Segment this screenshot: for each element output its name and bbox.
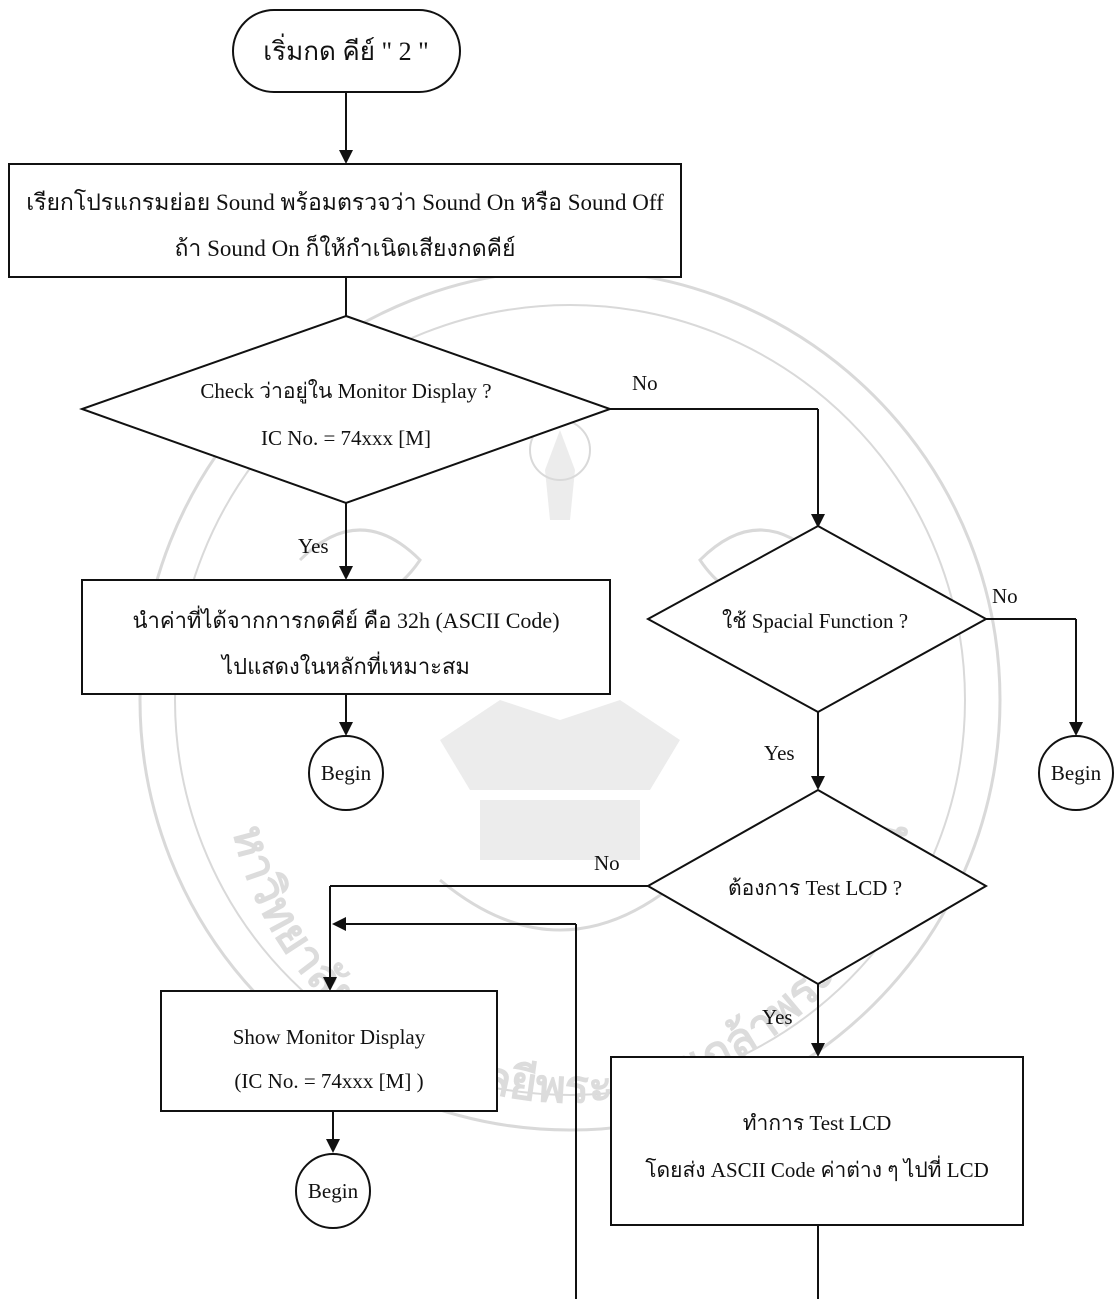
display-key-process: นำค่าที่ได้จากการกดคีย์ คือ 32h (ASCII C… xyxy=(81,579,611,695)
start-terminator: เริ่มกด คีย์ " 2 " xyxy=(232,9,461,93)
check-monitor-line1: Check ว่าอยู่ใน Monitor Display ? xyxy=(200,379,491,404)
begin-label: Begin xyxy=(308,1179,359,1203)
show-monitor-line2: (IC No. = 74xxx [M] ) xyxy=(234,1069,423,1093)
special-function-yes-label: Yes xyxy=(764,741,795,765)
display-key-line1: นำค่าที่ได้จากการกดคีย์ คือ 32h (ASCII C… xyxy=(132,605,559,633)
check-monitor-line2: IC No. = 74xxx [M] xyxy=(261,426,431,450)
start-label: เริ่มกด คีย์ " 2 " xyxy=(263,33,428,66)
special-function-decision: ใช้ Spacial Function ? xyxy=(645,524,989,714)
test-lcd-question-label: ต้องการ Test LCD ? xyxy=(728,876,902,900)
check-monitor-no-label: No xyxy=(632,371,658,395)
call-sound-line2: ถ้า Sound On ก็ให้กำเนิดเสียงกดคีย์ xyxy=(174,233,515,261)
connectors xyxy=(323,92,1083,1299)
check-monitor-decision: Check ว่าอยู่ใน Monitor Display ? IC No.… xyxy=(79,314,613,505)
begin-label: Begin xyxy=(321,761,372,785)
test-lcd-action-line1: ทำการ Test LCD xyxy=(743,1111,892,1135)
begin-connector-right: Begin xyxy=(1038,735,1114,811)
test-lcd-action-line2: โดยส่ง ASCII Code ค่าต่าง ๆ ไปที่ LCD xyxy=(645,1155,989,1182)
special-function-no-label: No xyxy=(992,584,1018,608)
call-sound-line1: เรียกโปรแกรมย่อย Sound พร้อมตรวจว่า Soun… xyxy=(26,189,664,215)
test-lcd-decision: ต้องการ Test LCD ? xyxy=(645,788,988,986)
show-monitor-process: Show Monitor Display (IC No. = 74xxx [M]… xyxy=(160,990,498,1112)
display-key-line2: ไปแสดงในหลักที่เหมาะสม xyxy=(220,651,470,679)
check-monitor-yes-label: Yes xyxy=(298,534,329,558)
test-lcd-yes-label: Yes xyxy=(762,1005,793,1029)
special-function-label: ใช้ Spacial Function ? xyxy=(722,609,908,633)
begin-label: Begin xyxy=(1051,761,1102,785)
show-monitor-line1: Show Monitor Display xyxy=(233,1025,426,1049)
begin-connector-bottom: Begin xyxy=(295,1153,371,1229)
call-sound-process: เรียกโปรแกรมย่อย Sound พร้อมตรวจว่า Soun… xyxy=(8,163,682,278)
test-lcd-process: ทำการ Test LCD โดยส่ง ASCII Code ค่าต่าง… xyxy=(610,1056,1024,1226)
test-lcd-no-label: No xyxy=(594,851,620,875)
begin-connector-left: Begin xyxy=(308,735,384,811)
